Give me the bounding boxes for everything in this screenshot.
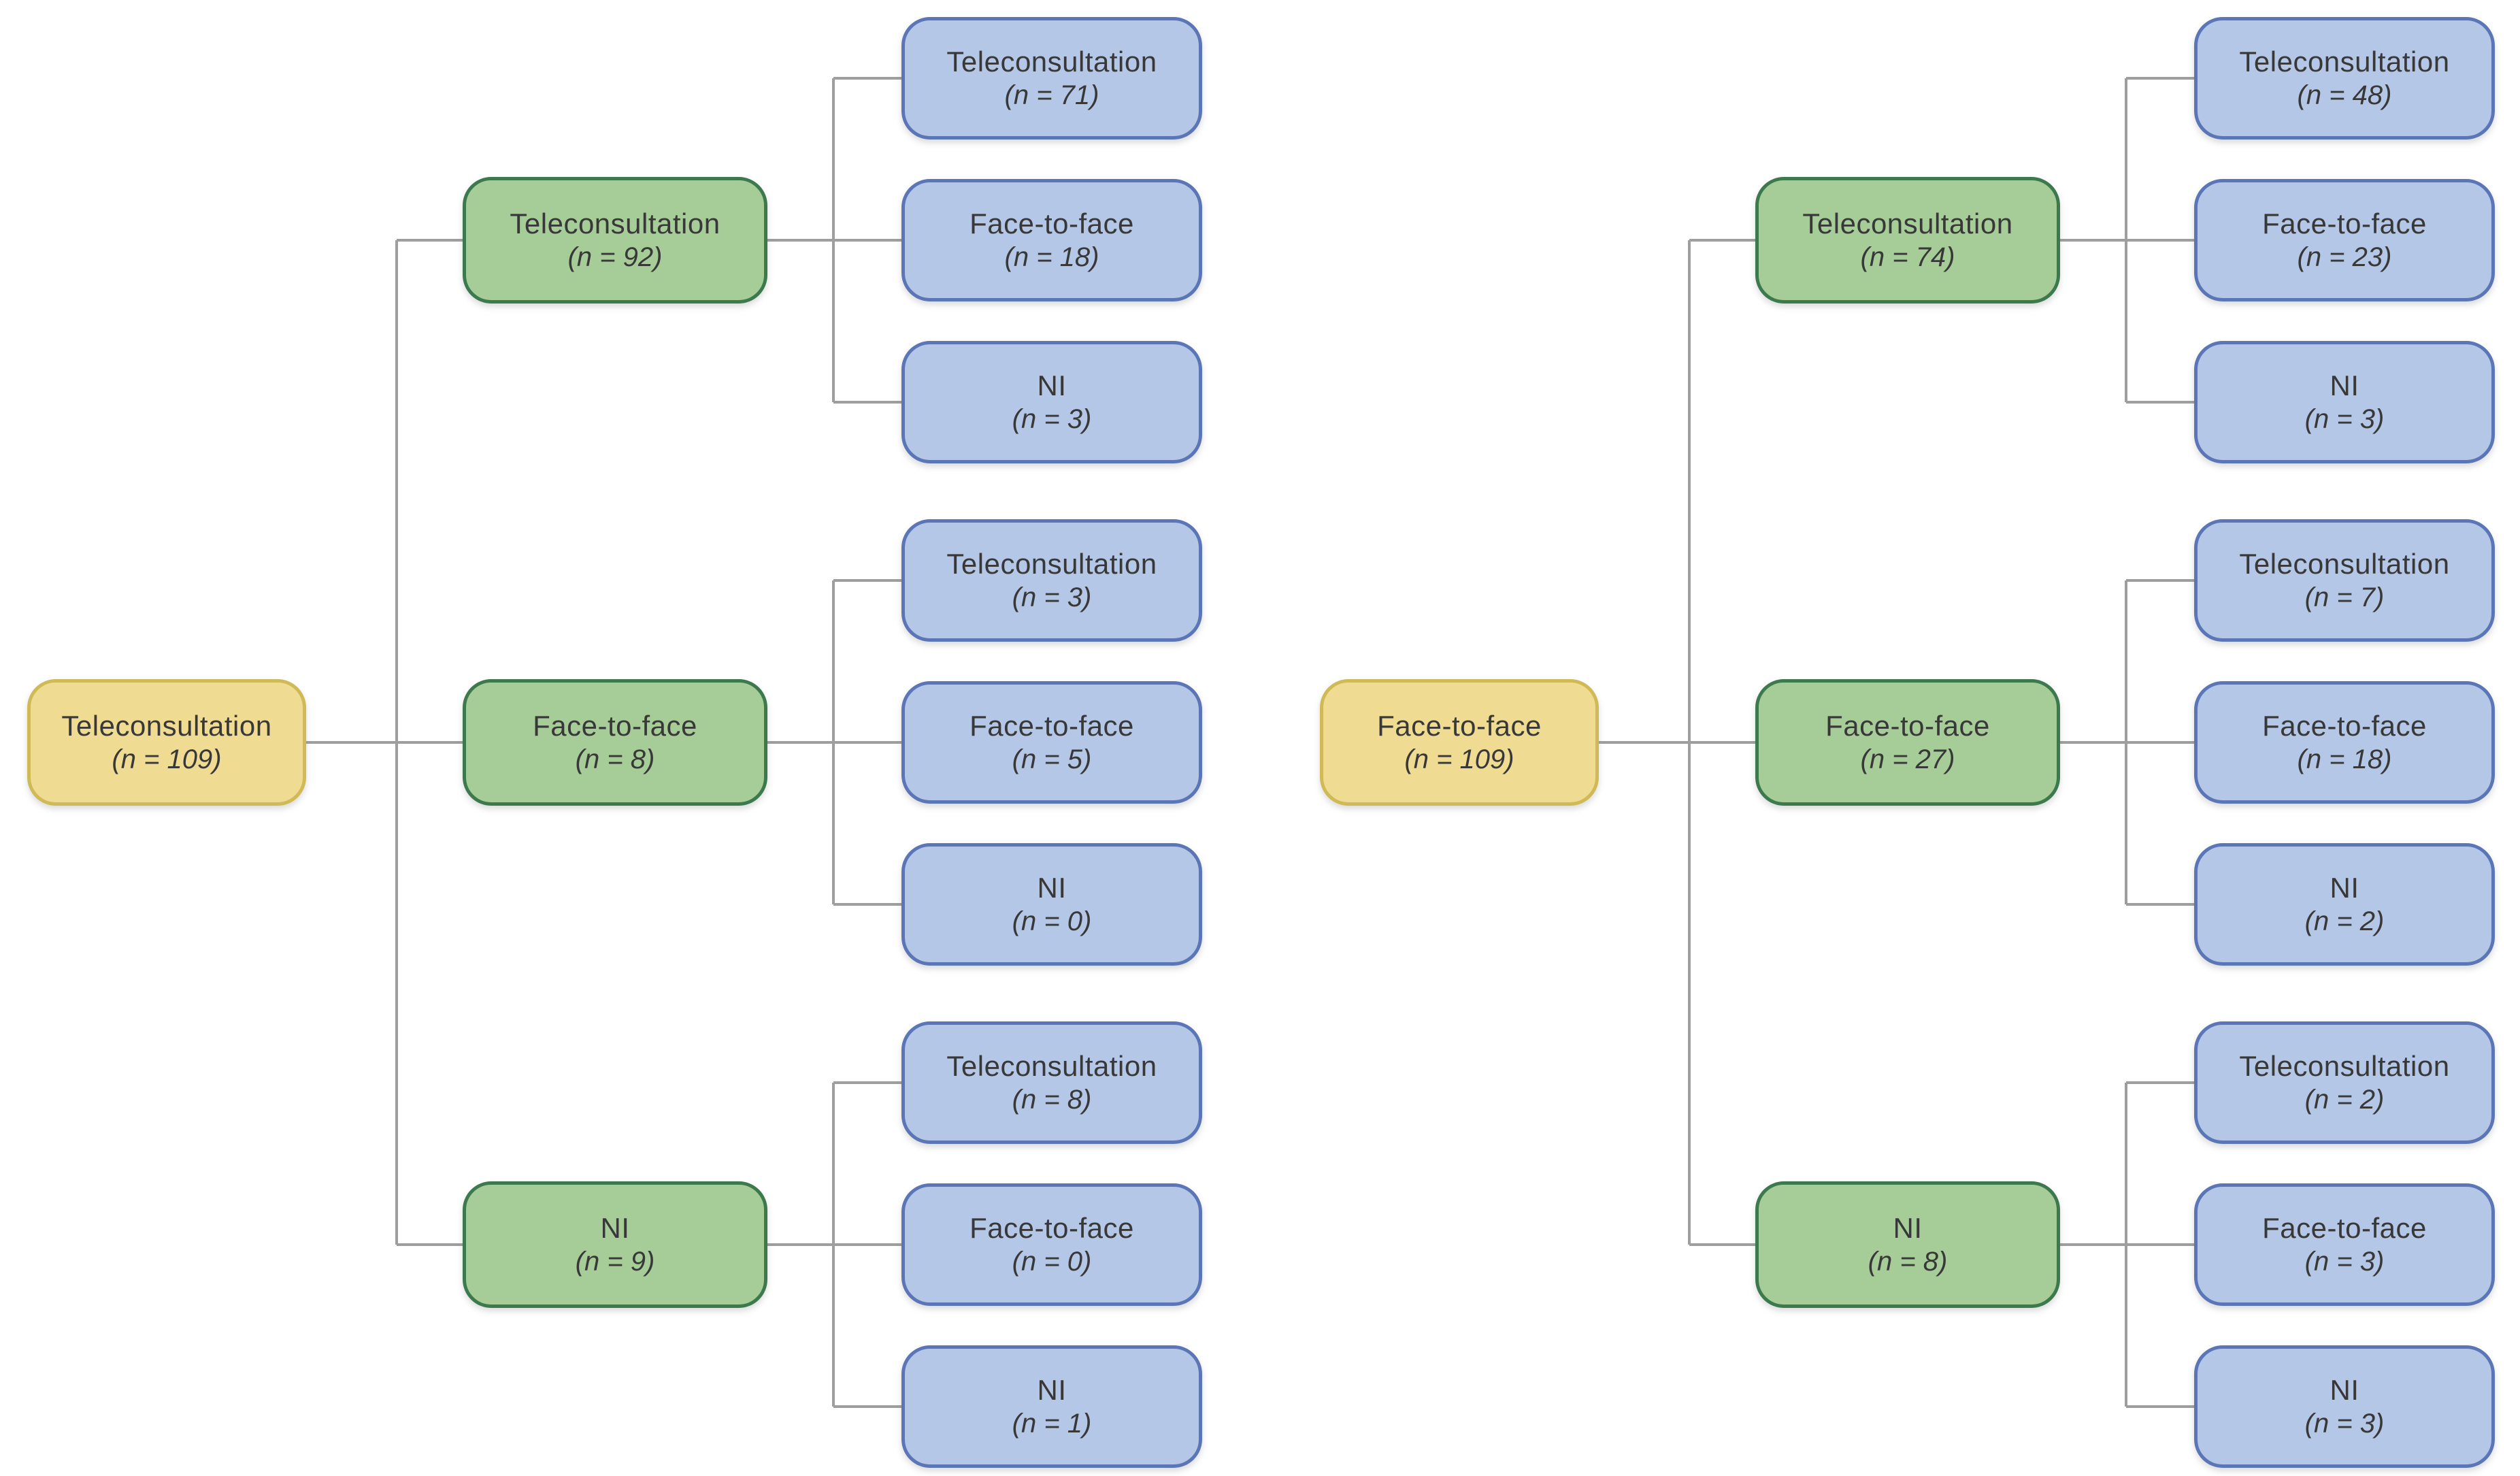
node-count: (n = 9): [575, 1247, 655, 1277]
node-count: (n = 18): [2297, 744, 2392, 775]
node-count: (n = 18): [1004, 242, 1099, 273]
tree-1-leaf-node-2-2: Face-to-face (n = 5): [901, 681, 1202, 804]
node-label: Face-to-face: [2262, 207, 2427, 240]
node-label: NI: [2330, 1373, 2359, 1406]
node-label: Face-to-face: [969, 1211, 1134, 1244]
node-count: (n = 8): [1868, 1247, 1948, 1277]
node-label: Teleconsultation: [510, 207, 720, 240]
node-label: Teleconsultation: [61, 709, 272, 742]
tree-2-leaf-node-3-1: Teleconsultation (n = 2): [2194, 1021, 2495, 1144]
node-label: Face-to-face: [2262, 1211, 2427, 1244]
tree-2-leaf-node-1-1: Teleconsultation (n = 48): [2194, 17, 2495, 140]
tree-2-leaf-node-2-2: Face-to-face (n = 18): [2194, 681, 2495, 804]
tree-1-root-node: Teleconsultation (n = 109): [27, 679, 306, 806]
tree-1-branch-node-1: Teleconsultation (n = 92): [463, 177, 767, 304]
node-count: (n = 5): [1012, 744, 1092, 775]
node-count: (n = 74): [1860, 242, 1955, 273]
node-label: Face-to-face: [533, 709, 697, 742]
node-count: (n = 109): [1404, 744, 1514, 775]
tree-2-leaf-node-2-1: Teleconsultation (n = 7): [2194, 519, 2495, 642]
tree-1-leaf-node-3-1: Teleconsultation (n = 8): [901, 1021, 1202, 1144]
tree-2-connectors: [1599, 77, 2194, 1408]
node-count: (n = 1): [1012, 1409, 1092, 1439]
tree-2-leaf-node-3-2: Face-to-face (n = 3): [2194, 1183, 2495, 1306]
node-label: Face-to-face: [1377, 709, 1542, 742]
node-count: (n = 8): [1012, 1085, 1092, 1115]
node-count: (n = 3): [2304, 404, 2385, 435]
node-count: (n = 27): [1860, 744, 1955, 775]
node-count: (n = 48): [2297, 80, 2392, 111]
node-label: NI: [1893, 1211, 1923, 1244]
node-count: (n = 0): [1012, 1247, 1092, 1277]
tree-1-leaf-node-2-3: NI (n = 0): [901, 843, 1202, 966]
node-count: (n = 109): [112, 744, 222, 775]
node-label: Teleconsultation: [2239, 1049, 2450, 1082]
node-label: Face-to-face: [2262, 709, 2427, 742]
node-count: (n = 92): [567, 242, 663, 273]
tree-2-leaf-node-1-3: NI (n = 3): [2194, 341, 2495, 463]
node-count: (n = 3): [1012, 583, 1092, 613]
node-label: NI: [1037, 369, 1067, 401]
node-count: (n = 7): [2304, 583, 2385, 613]
node-count: (n = 3): [2304, 1247, 2385, 1277]
node-label: Teleconsultation: [946, 1049, 1157, 1082]
tree-2-branch-node-3: NI (n = 8): [1755, 1181, 2060, 1308]
node-label: NI: [2330, 369, 2359, 401]
node-count: (n = 3): [1012, 404, 1092, 435]
node-count: (n = 23): [2297, 242, 2392, 273]
tree-1-branch-node-2: Face-to-face (n = 8): [463, 679, 767, 806]
tree-1-leaf-node-2-1: Teleconsultation (n = 3): [901, 519, 1202, 642]
node-count: (n = 0): [1012, 906, 1092, 937]
tree-2-leaf-node-1-2: Face-to-face (n = 23): [2194, 179, 2495, 301]
node-label: Teleconsultation: [2239, 45, 2450, 78]
tree-2-branch-node-1: Teleconsultation (n = 74): [1755, 177, 2060, 304]
node-count: (n = 2): [2304, 906, 2385, 937]
node-label: Face-to-face: [1825, 709, 1990, 742]
tree-2-leaf-node-2-3: NI (n = 2): [2194, 843, 2495, 966]
tree-1-leaf-node-1-3: NI (n = 3): [901, 341, 1202, 463]
node-label: Teleconsultation: [946, 45, 1157, 78]
tree-1-branch-node-3: NI (n = 9): [463, 1181, 767, 1308]
node-count: (n = 71): [1004, 80, 1099, 111]
tree-2-branch-node-2: Face-to-face (n = 27): [1755, 679, 2060, 806]
node-label: Teleconsultation: [2239, 547, 2450, 580]
tree-1-leaf-node-3-3: NI (n = 1): [901, 1345, 1202, 1468]
node-label: NI: [1037, 1373, 1067, 1406]
node-label: Face-to-face: [969, 709, 1134, 742]
node-label: Teleconsultation: [946, 547, 1157, 580]
node-label: Face-to-face: [969, 207, 1134, 240]
tree-1-leaf-node-1-2: Face-to-face (n = 18): [901, 179, 1202, 301]
tree-1-connectors: [306, 77, 901, 1408]
node-count: (n = 3): [2304, 1409, 2385, 1439]
node-label: NI: [600, 1211, 630, 1244]
node-count: (n = 8): [575, 744, 655, 775]
node-label: Teleconsultation: [1802, 207, 2013, 240]
tree-1-leaf-node-1-1: Teleconsultation (n = 71): [901, 17, 1202, 140]
tree-2-leaf-node-3-3: NI (n = 3): [2194, 1345, 2495, 1468]
node-label: NI: [1037, 871, 1067, 904]
node-count: (n = 2): [2304, 1085, 2385, 1115]
node-label: NI: [2330, 871, 2359, 904]
tree-1-leaf-node-3-2: Face-to-face (n = 0): [901, 1183, 1202, 1306]
tree-2-root-node: Face-to-face (n = 109): [1320, 679, 1599, 806]
